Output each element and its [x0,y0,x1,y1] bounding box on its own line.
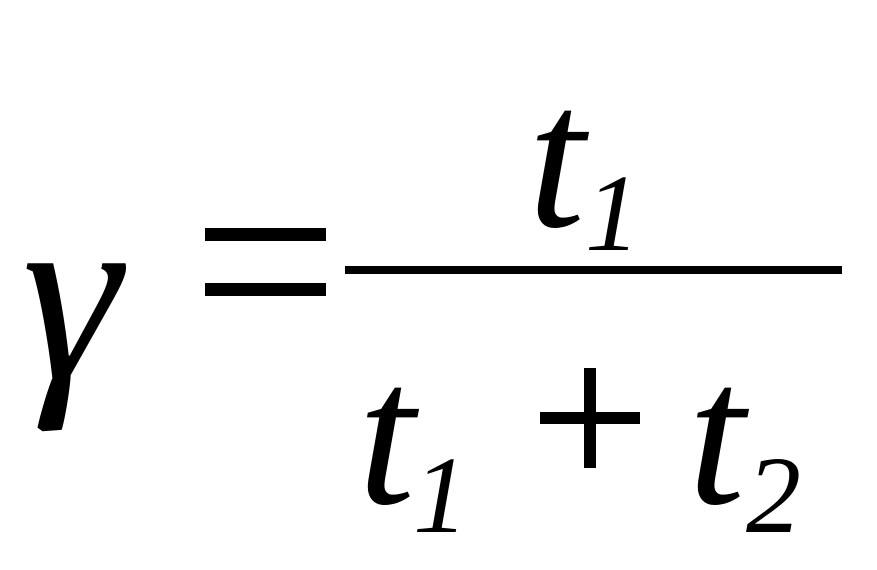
denominator-term1-subscript: 1 [413,434,468,556]
equals-bar-top [205,228,326,241]
denominator-term2-variable: t [688,321,745,548]
gamma-variable: γ [22,156,121,433]
equals-bar-bottom [205,283,326,296]
plus-sign-text: + [540,368,541,369]
plus-vertical-stroke [584,368,596,468]
numerator-subscript: 1 [585,152,640,274]
equals-sign: = [205,228,326,296]
fraction-bar [345,266,842,274]
plus-sign: + [540,368,640,468]
denominator-term2-subscript: 2 [746,434,801,556]
numerator-variable: t [528,44,585,271]
denominator-term1-variable: t [358,321,415,548]
